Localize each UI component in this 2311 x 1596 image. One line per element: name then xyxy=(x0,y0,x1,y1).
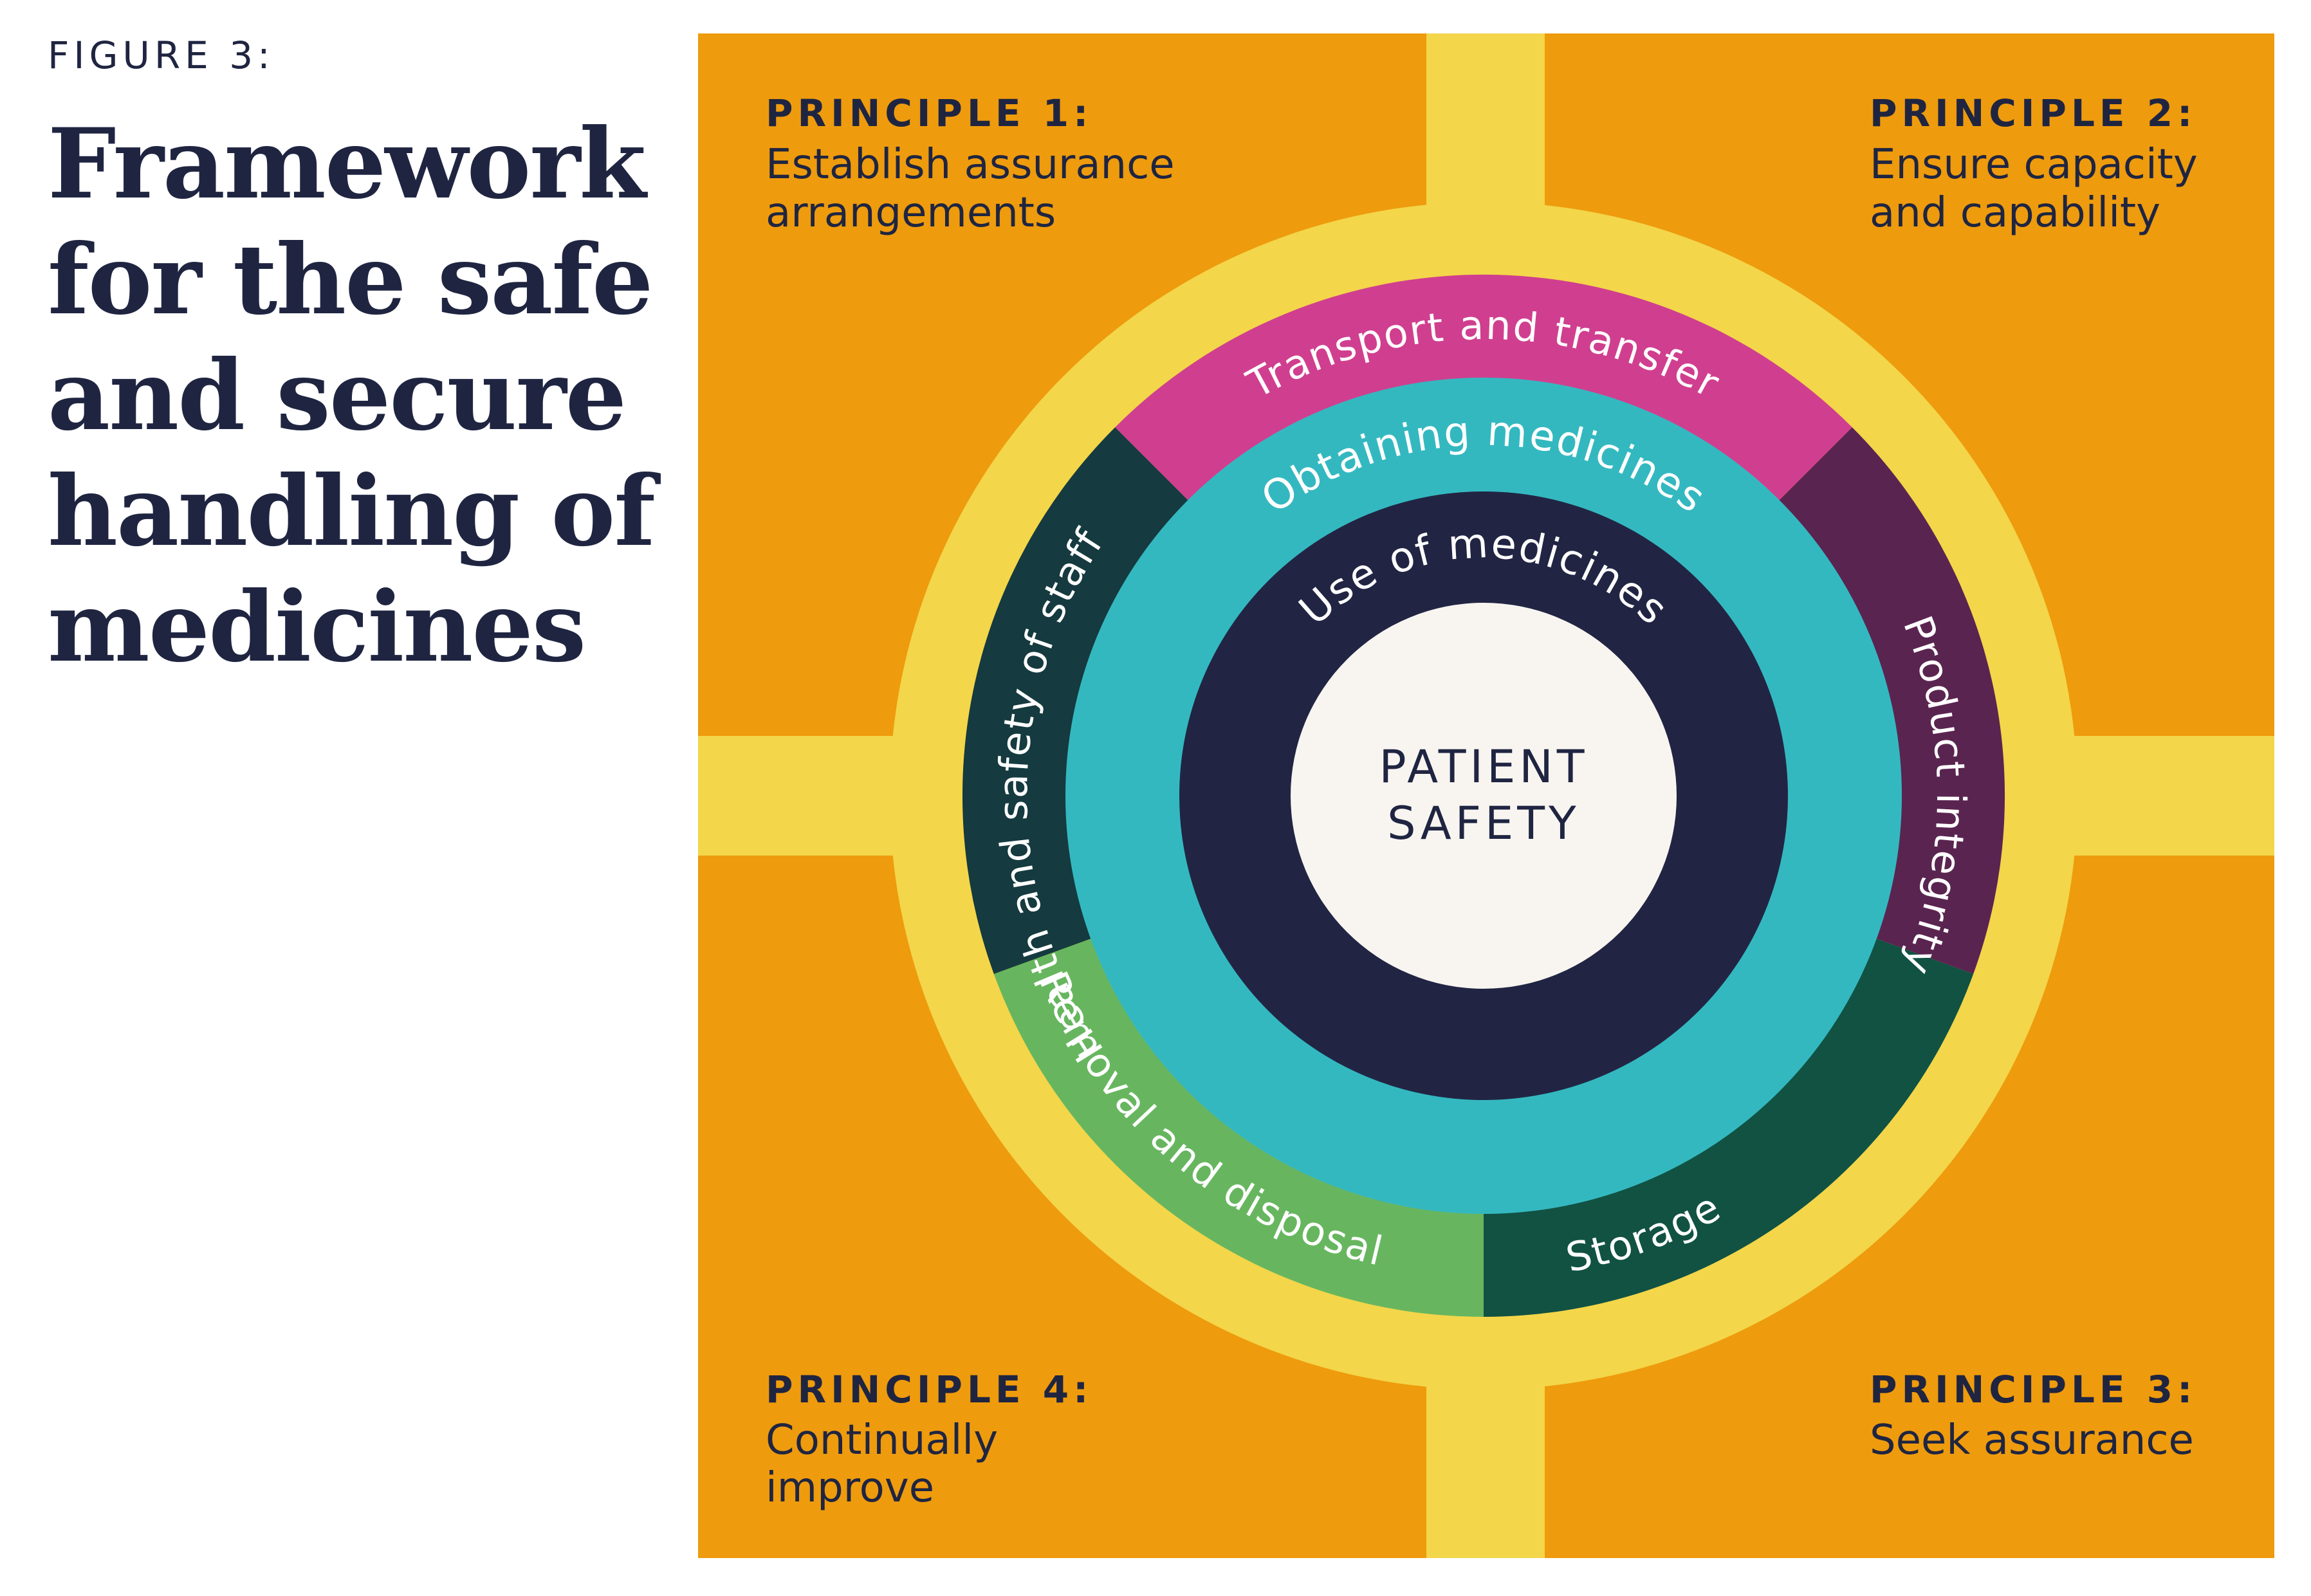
title-line: Framework xyxy=(48,107,646,221)
principle-4-heading: PRINCIPLE 4: xyxy=(766,1368,1092,1411)
principle-1-heading: PRINCIPLE 1: xyxy=(766,91,1092,135)
principle-2-heading: PRINCIPLE 2: xyxy=(1870,91,2196,135)
outer-segment-storage xyxy=(1484,936,1974,1317)
center-line-1: PATIENT xyxy=(1379,740,1588,793)
title-line: and secure xyxy=(48,339,627,452)
title-line: for the safe xyxy=(48,223,653,336)
principle-2-line-2: and capability xyxy=(1870,189,2160,237)
principle-2-line-1: Ensure capacity xyxy=(1870,141,2198,188)
principle-4-line-2: improve xyxy=(766,1464,934,1512)
principle-1-line-2: arrangements xyxy=(766,189,1056,237)
title-line: medicines xyxy=(48,571,586,684)
principle-3-heading: PRINCIPLE 3: xyxy=(1870,1368,2196,1411)
patient-safety-center xyxy=(1291,603,1677,989)
principle-3-line-1: Seek assurance xyxy=(1870,1417,2194,1464)
outer-segment-transport xyxy=(1115,274,1852,505)
figure-title: Framework for the safe and secure handli… xyxy=(48,106,656,685)
center-line-2: SAFETY xyxy=(1387,797,1580,850)
figure-label: FIGURE 3: xyxy=(48,33,275,77)
title-line: handling of xyxy=(48,455,656,568)
principle-4-line-1: Continually xyxy=(766,1417,998,1464)
outer-segment-removal xyxy=(993,936,1484,1317)
principle-1-line-1: Establish assurance xyxy=(766,141,1175,188)
